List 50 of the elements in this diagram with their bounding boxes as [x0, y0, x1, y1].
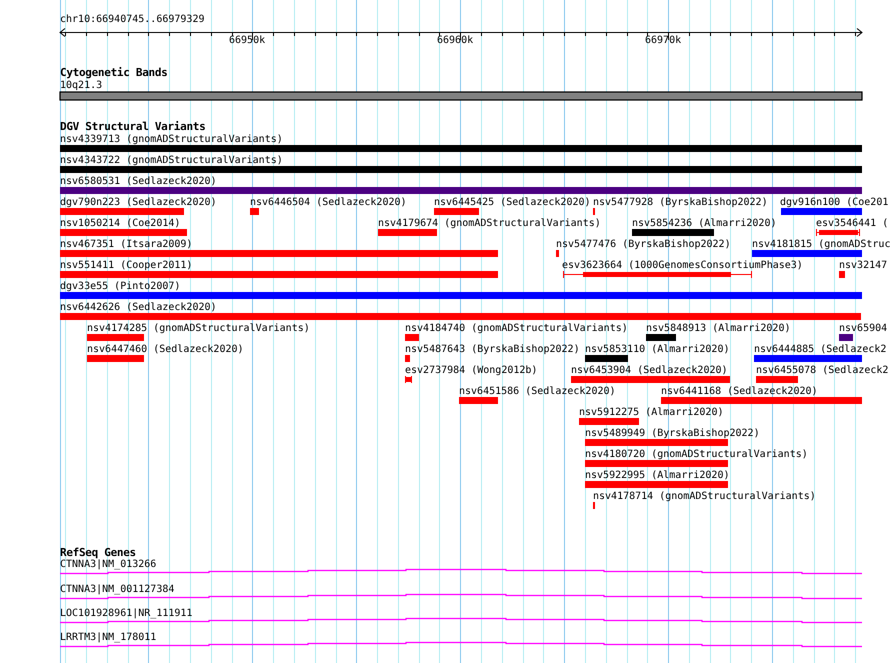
variant-label: nsv4174285 (gnomADStructuralVariants) — [87, 323, 310, 335]
gene-label: CTNNA3|NM_001127384 — [60, 584, 174, 596]
variant-label: dgv916n100 (Coe201 — [780, 197, 888, 209]
variant-label: nsv4181815 (gnomADStruc — [752, 239, 890, 251]
variant-label: esv2737984 (Wong2012b) — [405, 365, 538, 377]
variant-label: nsv6580531 (Sedlazeck2020) — [60, 176, 217, 188]
tick-label: 66970k — [645, 35, 682, 47]
track-title: DGV Structural Variants — [60, 121, 206, 133]
variant-label: nsv6441168 (Sedlazeck2020) — [661, 386, 818, 398]
variant-label: nsv65904 — [839, 323, 888, 335]
coordinate-label: 10q21.3 — [60, 80, 102, 92]
variant-label: nsv6442626 (Sedlazeck2020) — [60, 302, 217, 314]
variant-label: dgv790n223 (Sedlazeck2020) — [60, 197, 217, 209]
variant-label: nsv4343722 (gnomADStructuralVariants) — [60, 155, 283, 167]
variant-label: nsv4180720 (gnomADStructuralVariants) — [585, 449, 808, 461]
variant-label: nsv4179674 (gnomADStructuralVariants) — [378, 218, 601, 230]
variant-label: nsv6446504 (Sedlazeck2020) — [250, 197, 407, 209]
gene-label: LRRTM3|NM_178011 — [60, 632, 156, 644]
gene-label: CTNNA3|NM_013266 — [60, 559, 156, 571]
variant-label: dgv33e55 (Pinto2007) — [60, 281, 180, 293]
variant-label: nsv4184740 (gnomADStructuralVariants) — [405, 323, 628, 335]
track-title: Cytogenetic Bands — [60, 67, 168, 79]
variant-label: nsv5853110 (Almarri2020) — [585, 344, 730, 356]
variant-label: nsv5848913 (Almarri2020) — [646, 323, 790, 335]
variant-label: nsv5854236 (Almarri2020) — [632, 218, 776, 230]
variant-label: nsv5922995 (Almarri2020) — [585, 470, 730, 482]
variant-label: nsv5477476 (ByrskaBishop2022) — [556, 239, 731, 251]
tick-label: 66960k — [437, 35, 474, 47]
variant-label: nsv551411 (Cooper2011) — [60, 260, 192, 272]
variant-label: nsv4178714 (gnomADStructuralVariants) — [593, 491, 816, 503]
variant-label: nsv6444885 (Sedlazeck2 — [754, 344, 886, 356]
variant-label: nsv6455078 (Sedlazeck2 — [756, 365, 888, 377]
coordinate-label: chr10:66940745..66979329 — [60, 14, 204, 26]
gene-label: LOC101928961|NR_111911 — [60, 608, 192, 620]
variant-label: nsv6447460 (Sedlazeck2020) — [87, 344, 244, 356]
variant-label: nsv5477928 (ByrskaBishop2022) — [593, 197, 768, 209]
variant-label: esv3623664 (1000GenomesConsortiumPhase3) — [562, 260, 803, 272]
variant-label: nsv32147 — [839, 260, 888, 272]
variant-label: nsv5489949 (ByrskaBishop2022) — [585, 428, 760, 440]
variant-label: esv3546441 ( — [816, 218, 888, 230]
variant-label: nsv1050214 (Coe2014) — [60, 218, 180, 230]
variant-label: nsv5487643 (ByrskaBishop2022) — [405, 344, 580, 356]
variant-label: nsv5912275 (Almarri2020) — [579, 407, 724, 419]
tick-label: 66950k — [229, 35, 266, 47]
track-title: RefSeq Genes — [60, 547, 136, 559]
variant-label: nsv4339713 (gnomADStructuralVariants) — [60, 134, 283, 146]
variant-label: nsv467351 (Itsara2009) — [60, 239, 192, 251]
variant-label: nsv6453904 (Sedlazeck2020) — [571, 365, 728, 377]
variant-label: nsv6451586 (Sedlazeck2020) — [459, 386, 616, 398]
variant-label: nsv6445425 (Sedlazeck2020) — [434, 197, 591, 209]
